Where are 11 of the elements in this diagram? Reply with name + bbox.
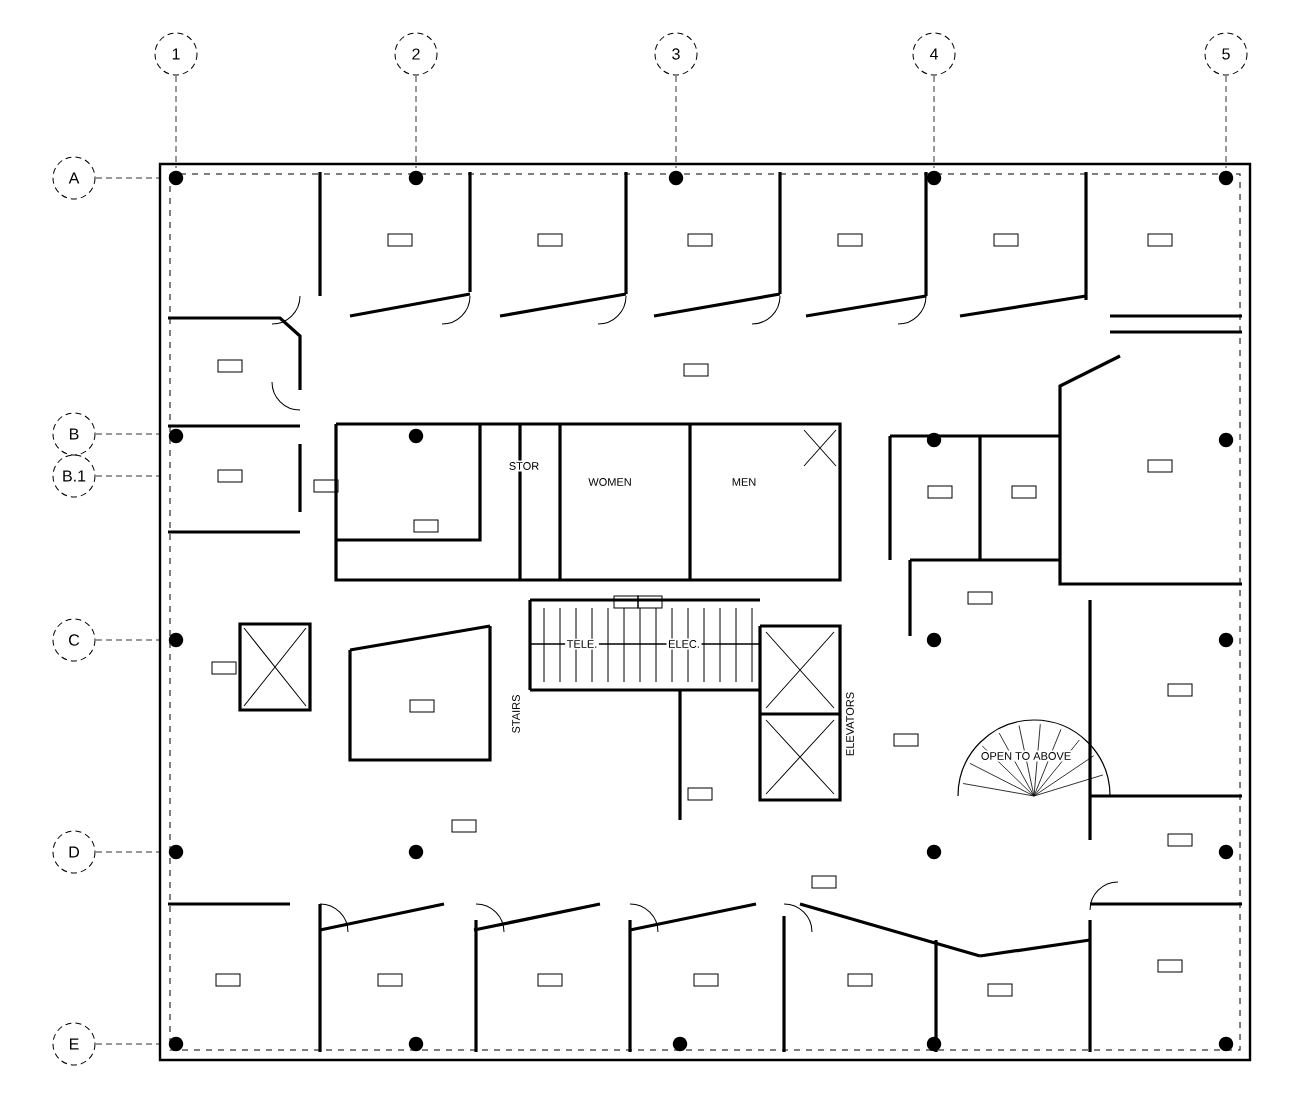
grid-bubble: 1 — [154, 32, 198, 76]
grid-bubble: 3 — [654, 32, 698, 76]
grid-bubble: 5 — [1204, 32, 1248, 76]
grid-bubble: A — [52, 156, 96, 200]
grid-bubble: B.1 — [52, 454, 96, 498]
grid-bubble: E — [52, 1022, 96, 1066]
grid-bubble: C — [52, 618, 96, 662]
grid-bubble: 4 — [912, 32, 956, 76]
grid-bubble: D — [52, 830, 96, 874]
grid-bubble: B — [52, 412, 96, 456]
grid-bubble: 2 — [394, 32, 438, 76]
